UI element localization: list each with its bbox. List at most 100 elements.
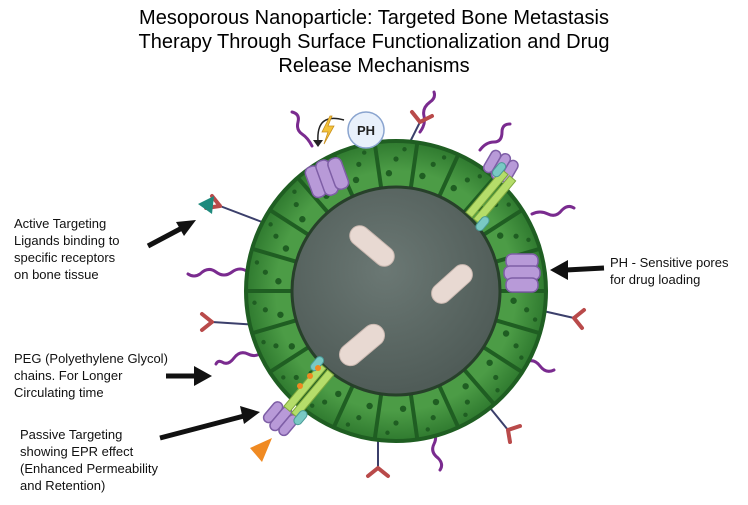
pore-dot — [462, 383, 469, 390]
pore-dot — [510, 297, 517, 304]
shell-segment-line — [251, 246, 297, 264]
pore-dot — [450, 184, 457, 192]
pore-dot — [293, 201, 299, 208]
lightning-icon — [321, 115, 335, 145]
pore-dot — [273, 343, 279, 349]
pore-dot — [254, 260, 260, 265]
pore-dot — [432, 398, 440, 406]
pore-dot — [262, 269, 268, 275]
pore-dot — [532, 317, 538, 322]
shell-segments — [246, 142, 546, 440]
title-line-2: Therapy Through Surface Functionalizatio… — [138, 31, 610, 53]
shell-segment-line — [462, 176, 496, 214]
antibody-icon — [366, 466, 390, 478]
pore-dot — [402, 147, 407, 152]
pore-dot — [292, 189, 297, 194]
passive-targeting-label: Passive Targeting showing EPR effect (En… — [20, 427, 159, 493]
active-targeting-label: Active Targeting Ligands binding to spec… — [14, 216, 120, 282]
pore-dot — [513, 343, 519, 349]
pore-dot — [419, 172, 426, 180]
active-targeting-arrow — [146, 225, 184, 249]
peg-label: PEG (Polyethylene Glycol) chains. For Lo… — [14, 351, 168, 400]
pore-dot — [352, 176, 360, 184]
pore-dot — [495, 388, 500, 393]
pore-dot — [345, 422, 351, 427]
orange-ligand-icon — [250, 438, 272, 462]
shell-segment-line — [482, 208, 524, 237]
pore-dot — [262, 307, 268, 313]
pore-dot — [425, 427, 430, 432]
diagram-title: Mesoporous Nanoparticle: Targeted Bone M… — [100, 6, 648, 78]
pore-dot — [526, 237, 531, 243]
pore-dot — [299, 216, 306, 223]
linker — [283, 356, 335, 426]
pore-dot — [463, 412, 468, 418]
pore-dot — [385, 170, 393, 177]
drug-capsule — [349, 225, 395, 267]
teal-ligand-icon — [198, 196, 214, 214]
pore-dot — [275, 278, 282, 285]
shell-segment-line — [408, 393, 420, 440]
pore-dot — [430, 415, 436, 421]
pore-gate — [304, 157, 350, 199]
antibody-icon — [200, 312, 214, 332]
pore-dot — [335, 390, 342, 398]
title-line-1: Mesoporous Nanoparticle: Targeted Bone M… — [139, 7, 609, 29]
antibodies — [200, 110, 586, 478]
orange-drug-dots — [297, 365, 321, 389]
linker — [465, 162, 517, 232]
linkers — [283, 162, 517, 426]
pore-dot — [497, 232, 504, 239]
peg-chain — [186, 267, 250, 278]
antibody-icon — [506, 424, 522, 444]
pore-dot — [493, 374, 499, 381]
silica-core — [290, 185, 502, 397]
pore-dot — [281, 375, 286, 380]
pore-dot — [399, 405, 407, 412]
peg-chain — [290, 110, 314, 148]
pore-dot — [506, 202, 511, 207]
pore-dot — [356, 415, 362, 421]
peg-chain — [418, 90, 436, 134]
pore-dot — [519, 355, 524, 360]
shell-segment-line — [437, 153, 461, 198]
shell-segment-line — [251, 318, 297, 336]
shell-segment-line — [268, 208, 310, 237]
peg-chain — [478, 122, 512, 152]
shell-segment-line — [437, 384, 461, 429]
pore-dot — [288, 343, 295, 350]
shell-segment-line — [331, 384, 355, 429]
antibody-icon — [572, 308, 586, 330]
shell-segment-line — [268, 345, 310, 374]
pore-dot — [310, 403, 315, 408]
drug-capsules — [339, 225, 473, 367]
pore-dot — [430, 161, 436, 167]
ph-pores-arrow — [565, 265, 605, 273]
peg-chain — [530, 204, 576, 217]
pore-dot — [393, 420, 399, 426]
curved-arrow-icon — [317, 117, 345, 143]
peg-chain — [214, 350, 264, 366]
pore-dot — [277, 311, 284, 318]
shell-pores — [252, 147, 540, 435]
pore-dot — [273, 233, 279, 239]
pore-dot — [385, 430, 390, 435]
pore-dot — [464, 399, 470, 405]
shell-segment-line — [462, 368, 496, 406]
title-line-3: Release Mechanisms — [278, 55, 470, 77]
shell-segment-line — [372, 393, 384, 440]
pore-dot — [322, 399, 328, 405]
pore-dot — [513, 233, 519, 239]
shell-segment-line — [482, 345, 524, 374]
pore-dot — [261, 339, 266, 345]
pore-dot — [524, 307, 530, 313]
pore-dot — [268, 222, 273, 227]
pore-dot — [464, 177, 470, 183]
pore-dot — [393, 156, 399, 162]
pore-dot — [293, 374, 299, 381]
pore-dot — [252, 300, 257, 305]
pore-dot — [502, 330, 510, 337]
pore-dot — [441, 155, 447, 160]
shell-segment-line — [408, 142, 420, 189]
